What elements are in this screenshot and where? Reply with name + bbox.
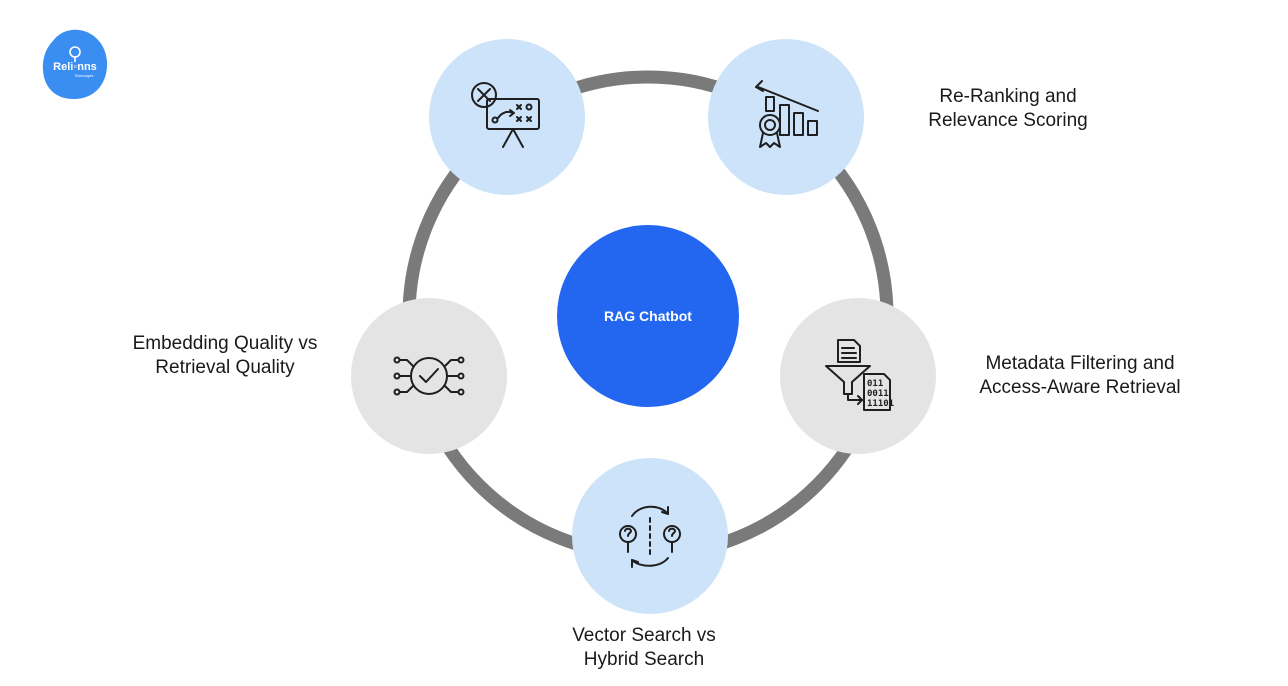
node-top-right: [708, 39, 864, 195]
label-line: Relevance Scoring: [928, 110, 1088, 131]
filter-binary-document-icon: 011 0011 11101: [825, 339, 894, 411]
node-right: 011 0011 11101: [780, 298, 936, 454]
svg-text:11101: 11101: [867, 399, 894, 409]
label-vector-search: Vector Search vs Hybrid Search: [544, 624, 744, 672]
label-line: Retrieval Quality: [155, 357, 295, 378]
svg-text:011: 011: [867, 379, 883, 389]
check-network-icon: [393, 356, 465, 396]
label-line: Re-Ranking and: [939, 86, 1077, 107]
logo-subtext: Technologies: [75, 74, 94, 78]
center-label: RAG Chatbot: [604, 308, 692, 324]
logo-blob: [42, 29, 108, 100]
label-line: Vector Search vs: [572, 625, 716, 646]
strategy-board-icon: [471, 82, 540, 148]
relinns-logo: Reli◦nns Technologies: [42, 28, 108, 100]
node-left: [351, 298, 507, 454]
node-bottom: [572, 458, 728, 614]
ranking-chart-award-icon: [755, 80, 819, 148]
center-node: RAG Chatbot: [557, 225, 739, 407]
label-line: Access-Aware Retrieval: [979, 377, 1181, 398]
node-top-left: [429, 39, 585, 195]
label-line: Metadata Filtering and: [985, 353, 1175, 374]
label-reranking: Re-Ranking and Relevance Scoring: [908, 85, 1108, 133]
logo-text: Reli◦nns: [53, 61, 97, 73]
label-line: Embedding Quality vs: [132, 333, 318, 354]
label-line: Hybrid Search: [583, 649, 705, 670]
svg-text:0011: 0011: [867, 389, 889, 399]
label-embedding-quality: Embedding Quality vs Retrieval Quality: [112, 332, 338, 380]
compare-search-icon: [619, 505, 681, 568]
label-metadata-filtering: Metadata Filtering and Access-Aware Retr…: [956, 352, 1204, 400]
